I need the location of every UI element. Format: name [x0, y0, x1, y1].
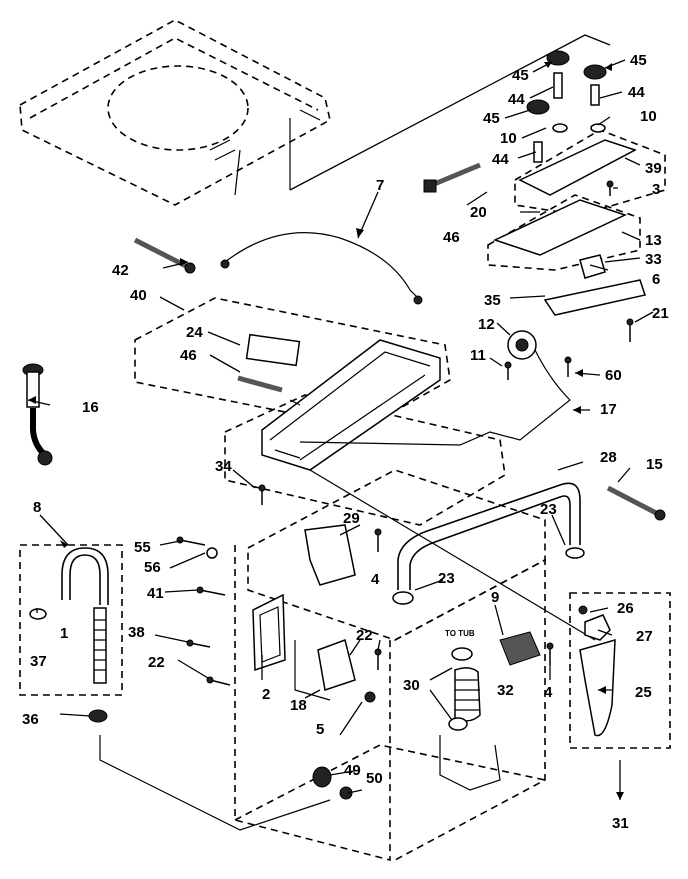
- part-labels: 45 45 44 44 45 10 10 44 39 3 7 20 46 13 …: [22, 52, 669, 832]
- label-37: 37: [30, 653, 47, 670]
- label-27: 27: [636, 628, 653, 645]
- label-9: 9: [491, 589, 499, 606]
- label-20: 20: [470, 204, 487, 221]
- label-2: 2: [262, 686, 270, 703]
- label-18: 18: [290, 697, 307, 714]
- label-42: 42: [112, 262, 129, 279]
- label-23-right: 23: [540, 501, 557, 518]
- label-21: 21: [652, 305, 669, 322]
- console-panel: [134, 297, 506, 526]
- label-46-mid: 46: [180, 347, 197, 364]
- label-36: 36: [22, 711, 39, 728]
- label-10-left: 10: [500, 130, 517, 147]
- label-41: 41: [147, 585, 164, 602]
- sump-hose: [439, 647, 501, 791]
- label-26: 26: [617, 600, 634, 617]
- wire-harness: [224, 232, 421, 301]
- label-45-left: 45: [483, 110, 500, 127]
- label-30: 30: [403, 677, 420, 694]
- label-35: 35: [484, 292, 501, 309]
- label-11: 11: [470, 347, 486, 364]
- screws: [176, 180, 634, 703]
- label-16: 16: [82, 399, 99, 416]
- label-3: 3: [652, 181, 660, 198]
- label-7: 7: [376, 177, 384, 194]
- label-34: 34: [215, 458, 232, 475]
- label-44-left: 44: [508, 91, 525, 108]
- knobs: [526, 50, 607, 163]
- control-panel: [252, 524, 356, 701]
- tie-46: [431, 162, 481, 188]
- label-6: 6: [652, 271, 660, 288]
- strap-46: [237, 375, 283, 393]
- label-17: 17: [600, 401, 617, 418]
- hose-box: [19, 544, 123, 696]
- leader-lines: [27, 59, 654, 800]
- arrowheads: [28, 62, 624, 800]
- label-4-lower: 4: [544, 684, 553, 701]
- label-60: 60: [605, 367, 622, 384]
- cabinet-outline: [234, 469, 546, 862]
- label-45-top: 45: [512, 67, 529, 84]
- label-12: 12: [478, 316, 495, 333]
- inlet-hose: [22, 363, 53, 466]
- label-4-upper: 4: [371, 571, 380, 588]
- label-22-right: 22: [356, 627, 373, 644]
- label-1: 1: [60, 625, 68, 642]
- label-40: 40: [130, 287, 147, 304]
- label-46-top: 46: [443, 229, 460, 246]
- label-56: 56: [144, 559, 161, 576]
- fill-hose: [29, 547, 109, 723]
- label-32: 32: [497, 682, 514, 699]
- label-50: 50: [366, 770, 383, 787]
- label-33: 33: [645, 251, 662, 268]
- pump-box: [569, 592, 671, 749]
- label-23-left: 23: [438, 570, 455, 587]
- label-44-right: 44: [628, 84, 645, 101]
- label-25: 25: [635, 684, 652, 701]
- console-housing: [245, 333, 441, 471]
- top-cover: [19, 19, 331, 206]
- label-45-right: 45: [630, 52, 647, 69]
- label-15: 15: [646, 456, 663, 473]
- label-13: 13: [645, 232, 662, 249]
- control-plates: [487, 129, 666, 316]
- water-level-switch: [299, 330, 571, 446]
- annotation-to-tub: TO TUB: [445, 629, 475, 638]
- label-44-lower: 44: [492, 151, 509, 168]
- switch-pad: [499, 631, 541, 666]
- label-29: 29: [343, 510, 360, 527]
- pump-outlet: [579, 614, 616, 737]
- label-38: 38: [128, 624, 145, 641]
- label-10-right: 10: [640, 108, 657, 125]
- label-39: 39: [645, 160, 662, 177]
- label-28: 28: [600, 449, 617, 466]
- drain-hose: [392, 482, 585, 605]
- strap-15: [606, 485, 662, 518]
- label-24: 24: [186, 324, 203, 341]
- label-31: 31: [612, 815, 629, 832]
- label-49: 49: [344, 762, 361, 779]
- label-55: 55: [134, 539, 151, 556]
- label-5: 5: [316, 721, 324, 738]
- label-22-left: 22: [148, 654, 165, 671]
- label-8: 8: [33, 499, 41, 516]
